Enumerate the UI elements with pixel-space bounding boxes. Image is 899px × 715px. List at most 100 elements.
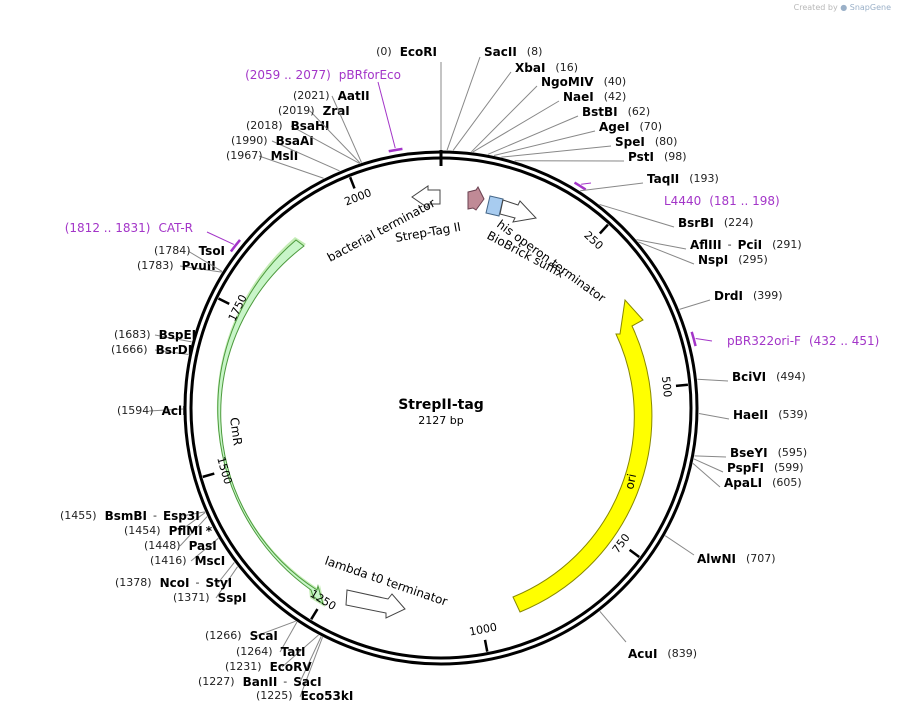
plasmid-center-label: StrepII-tag 2127 bp <box>398 397 484 427</box>
tick-label-2000: 2000 <box>343 186 374 208</box>
bseyi-site-label[interactable]: BseYI(595) <box>730 446 807 460</box>
spei-site-leader <box>501 145 612 158</box>
msci-site-leader <box>190 537 219 562</box>
zrai-site-label[interactable]: (2019)ZraI <box>278 104 350 118</box>
bstbi-site-position: (62) <box>628 105 651 118</box>
afliii-site-label[interactable]: AflIII-PciI(291) <box>690 238 802 252</box>
psti-site-label[interactable]: PstI(98) <box>628 150 687 164</box>
bsrbi-site-label[interactable]: BsrBI(224) <box>678 216 753 230</box>
bsmbi-site-position: (1455) <box>60 509 97 522</box>
nspi-site-label[interactable]: NspI (295) <box>698 253 768 267</box>
bsaai-site-label[interactable]: (1990)BsaAI <box>231 134 314 148</box>
strep-tag-arrow[interactable] <box>467 186 485 211</box>
pbr322ori-primer-bar[interactable] <box>690 331 697 347</box>
haeii-site-label[interactable]: HaeII(539) <box>733 408 808 422</box>
msli-site-name: MslI <box>271 149 299 163</box>
eco53ki-site-label[interactable]: (1225)Eco53kI <box>256 689 353 703</box>
ecorv-site-position: (1231) <box>225 660 262 673</box>
sspi-site-label[interactable]: (1371)SspI <box>173 591 246 605</box>
spei-site-name: SpeI <box>615 135 645 149</box>
apali-site-label[interactable]: ApaLI(605) <box>724 476 802 490</box>
banii-site-label[interactable]: (1227)BanII-SacI <box>198 675 322 689</box>
agei-site-position: (70) <box>639 120 662 133</box>
eco53ki-site-position: (1225) <box>256 689 293 702</box>
aatii-site-label[interactable]: (2021)AatII <box>293 89 370 103</box>
scai-site-leader <box>255 620 296 637</box>
sspi-site-position: (1371) <box>173 591 210 604</box>
acli-site-label[interactable]: (1594)AclI <box>117 404 187 418</box>
ecori-site-position: (0) <box>376 45 392 58</box>
pflmi-site-position: (1454) <box>124 524 161 537</box>
l4440-primer-label[interactable]: L4440(181 .. 198) <box>664 194 780 208</box>
catr-primer-label[interactable]: (1812 .. 1831)CAT-R <box>65 221 193 235</box>
l4440-primer-bar[interactable] <box>573 181 587 191</box>
bsahi-site-name: BsaHI <box>291 119 330 133</box>
sacii-site-label[interactable]: SacII(8) <box>484 45 542 59</box>
taqii-site-name: TaqII <box>647 172 679 186</box>
acui-site-label[interactable]: AcuI(839) <box>628 647 697 661</box>
pbrforeco-primer-bar[interactable] <box>388 147 403 153</box>
ncoi-site-label[interactable]: (1378)NcoI-StyI <box>115 576 232 590</box>
pbrforeco-primer-label[interactable]: (2059 .. 2077)pBRforEco <box>245 68 401 82</box>
banii-site-leader <box>299 636 322 683</box>
catr-primer-bar[interactable] <box>229 239 241 253</box>
taqii-site-position: (193) <box>689 172 719 185</box>
bstbi-site-label[interactable]: BstBI(62) <box>582 105 650 119</box>
nspi-site-name: NspI <box>698 253 728 267</box>
bsrdi-site-name: BsrDI <box>156 343 193 357</box>
tick-label-1000: 1000 <box>468 621 498 639</box>
ngomiv-site-name: NgoMIV <box>541 75 594 89</box>
pflmi-site-label[interactable]: (1454)PflMI* <box>124 524 213 538</box>
taqii-site-label[interactable]: TaqII (193) <box>647 172 719 186</box>
naei-site-label[interactable]: NaeI(42) <box>563 90 626 104</box>
drdi-site-label[interactable]: DrdI(399) <box>714 289 783 303</box>
psti-site-position: (98) <box>664 150 687 163</box>
ngomiv-site-label[interactable]: NgoMIV(40) <box>541 75 626 89</box>
credit-prefix: Created by <box>793 3 838 12</box>
cmr-arrow-body[interactable] <box>217 239 324 606</box>
pflmi-site-leader <box>179 512 206 532</box>
ori-label: ori <box>622 472 639 490</box>
agei-site-label[interactable]: AgeI(70) <box>599 120 662 134</box>
bcivi-site-position: (494) <box>776 370 806 383</box>
lambda-terminator-arrow[interactable] <box>345 589 406 619</box>
msci-site-label[interactable]: (1416)MscI <box>150 554 225 568</box>
xbai-site-label[interactable]: XbaI(16) <box>515 61 578 75</box>
banii-site-position: (1227) <box>198 675 235 688</box>
msli-site-label[interactable]: (1967)MslI <box>226 149 298 163</box>
pasi-site-label[interactable]: (1448)PasI <box>144 539 217 553</box>
bcivi-site-name: BciVI <box>732 370 766 384</box>
bsmbi-site-label[interactable]: (1455)BsmBI-Esp3I <box>60 509 200 523</box>
bsahi-site-label[interactable]: (2018)BsaHI <box>246 119 329 133</box>
pasi-site-leader <box>179 516 208 547</box>
snapgene-logo-icon: ● <box>840 3 848 12</box>
ecori-site-label[interactable]: (0)EcoRI <box>376 45 437 59</box>
tsoi-site-label[interactable]: (1784)TsoI <box>154 244 225 258</box>
biobrick-suffix-box[interactable] <box>485 195 504 217</box>
zrai-site-name: ZraI <box>323 104 350 118</box>
nspi-site-position: (295) <box>738 253 768 266</box>
spei-site-label[interactable]: SpeI(80) <box>615 135 677 149</box>
pbr322ori-primer-range: (432 .. 451) <box>809 334 879 348</box>
alwni-site-label[interactable]: AlwNI(707) <box>697 552 776 566</box>
ecorv-site-label[interactable]: (1231)EcoRV <box>225 660 312 674</box>
pspfi-site-label[interactable]: PspFI(599) <box>727 461 804 475</box>
haeii-site-leader <box>698 413 730 420</box>
credit-brand: SnapGene <box>849 3 891 12</box>
bsmbi-site-separator: - <box>153 509 157 522</box>
ori-arrow[interactable] <box>512 298 653 613</box>
pbr322ori-primer-label[interactable]: pBR322ori-F(432 .. 451) <box>727 334 879 348</box>
tsoi-site-leader <box>187 250 223 272</box>
his-operon-terminator-arrow[interactable] <box>499 199 538 223</box>
bcivi-site-label[interactable]: BciVI (494) <box>732 370 806 384</box>
scai-site-label[interactable]: (1266)ScaI <box>205 629 278 643</box>
bspei-site-label[interactable]: (1683)BspEI <box>114 328 196 342</box>
bacterial-terminator-arrow[interactable] <box>411 185 441 209</box>
tati-site-label[interactable]: (1264)TatI <box>236 645 306 659</box>
bsrdi-site-label[interactable]: (1666)BsrDI <box>111 343 192 357</box>
naei-site-name: NaeI <box>563 90 594 104</box>
ncoi-site-leader <box>217 562 235 584</box>
tsoi-site-position: (1784) <box>154 244 191 257</box>
acli-site-position: (1594) <box>117 404 154 417</box>
